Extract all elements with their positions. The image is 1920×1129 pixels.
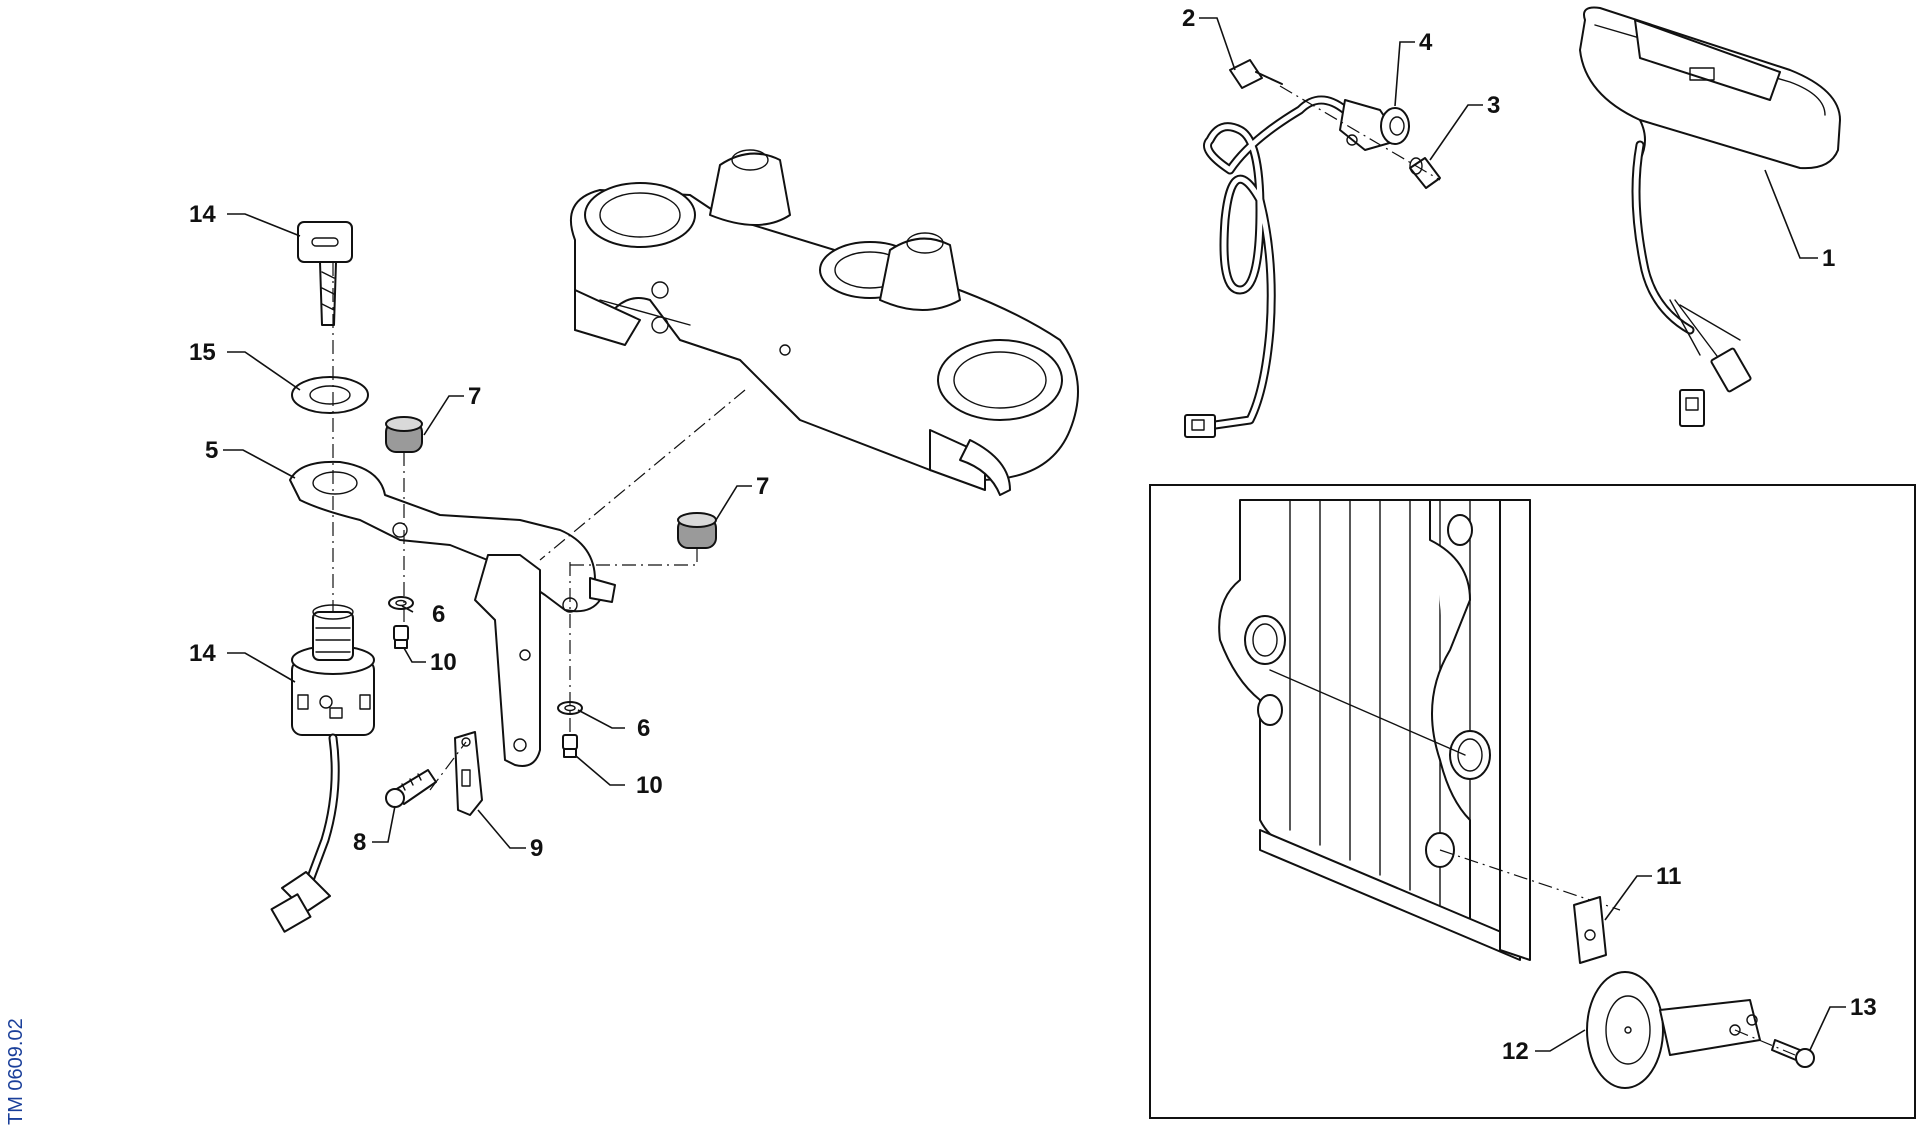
upper-triple-clamp (570, 149, 1079, 496)
screw-lower (562, 734, 578, 758)
callout-4: 4 (1419, 29, 1433, 56)
lock-ring (291, 376, 369, 414)
ignition-switch (270, 604, 375, 933)
callout-10-upper: 10 (430, 649, 457, 676)
washer-upper (388, 596, 414, 610)
inset-frame (1149, 484, 1916, 1119)
instrument-panel (1579, 6, 1841, 427)
screw-upper (393, 625, 409, 649)
callout-7-upper: 7 (468, 383, 481, 410)
callout-7-right: 7 (756, 473, 769, 500)
ignition-key (297, 221, 353, 326)
callout-6-upper: 6 (432, 601, 445, 628)
callout-2: 2 (1182, 5, 1195, 32)
horn-bolt (1734, 1029, 1815, 1068)
assembly-axes (332, 262, 746, 791)
callout-11: 11 (1656, 863, 1681, 890)
flange-bolt (385, 769, 437, 808)
callout-3: 3 (1487, 92, 1500, 119)
callout-12: 12 (1502, 1038, 1529, 1065)
callout-13: 13 (1850, 994, 1877, 1021)
horn (1586, 971, 1761, 1089)
handlebar-bracket-plate (289, 460, 616, 767)
horn-clip (1573, 896, 1607, 964)
radiator (1218, 499, 1621, 961)
callout-10-lower: 10 (636, 772, 663, 799)
speed-sensor (1184, 59, 1441, 438)
leader-lines (223, 17, 1846, 1052)
callout-8: 8 (353, 829, 366, 856)
callout-5: 5 (205, 437, 218, 464)
callout-6-lower: 6 (637, 715, 650, 742)
callout-14-switch: 14 (189, 640, 216, 667)
callout-9: 9 (530, 835, 543, 862)
drawing-reference-code: TM 0609.02 (5, 1018, 27, 1125)
grommet-right (677, 512, 717, 549)
mounting-plate (454, 731, 483, 816)
callout-15: 15 (189, 339, 216, 366)
callout-1: 1 (1822, 245, 1835, 272)
callout-14-key: 14 (189, 201, 216, 228)
callouts: 14 15 5 14 7 7 6 10 6 10 8 9 2 4 3 1 11 … (189, 5, 1877, 1065)
grommet-upper (385, 416, 423, 453)
